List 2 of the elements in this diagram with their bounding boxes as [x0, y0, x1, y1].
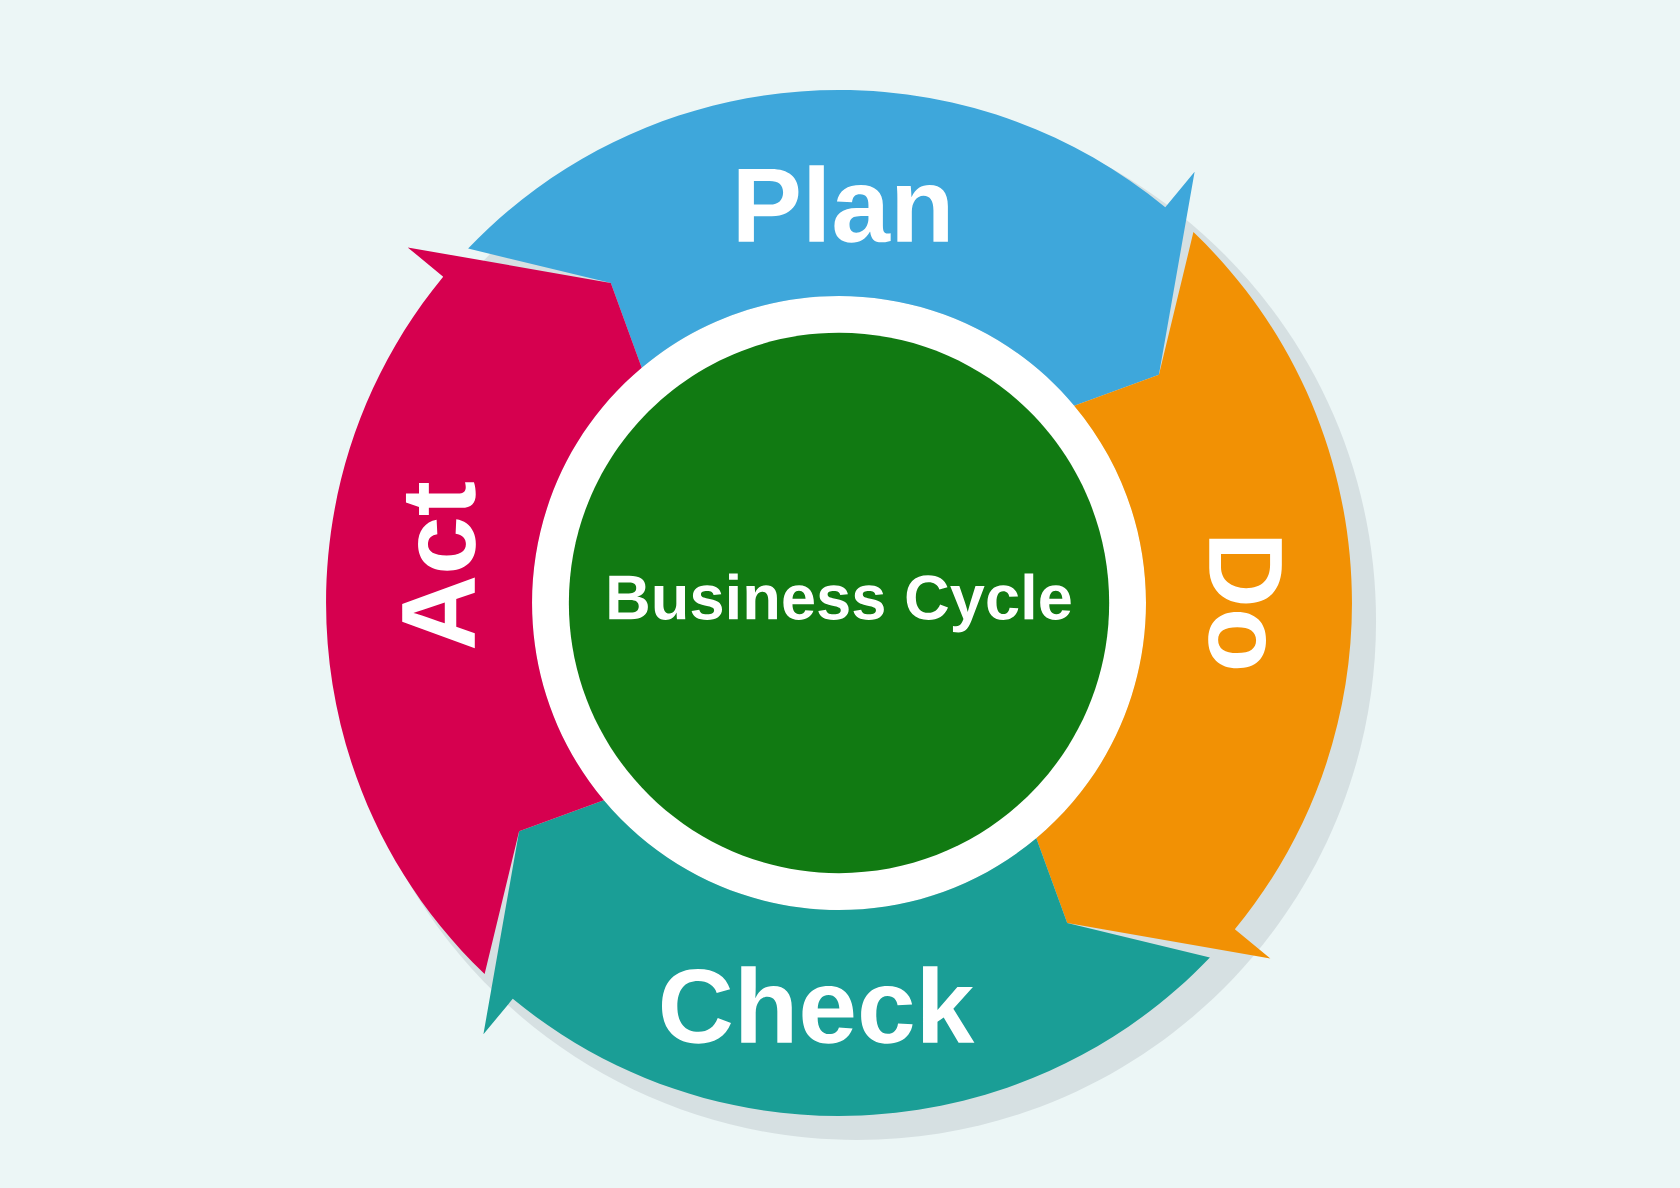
arrow-segment: Check	[483, 800, 1210, 1116]
arrow-segment: Plan	[468, 90, 1195, 406]
